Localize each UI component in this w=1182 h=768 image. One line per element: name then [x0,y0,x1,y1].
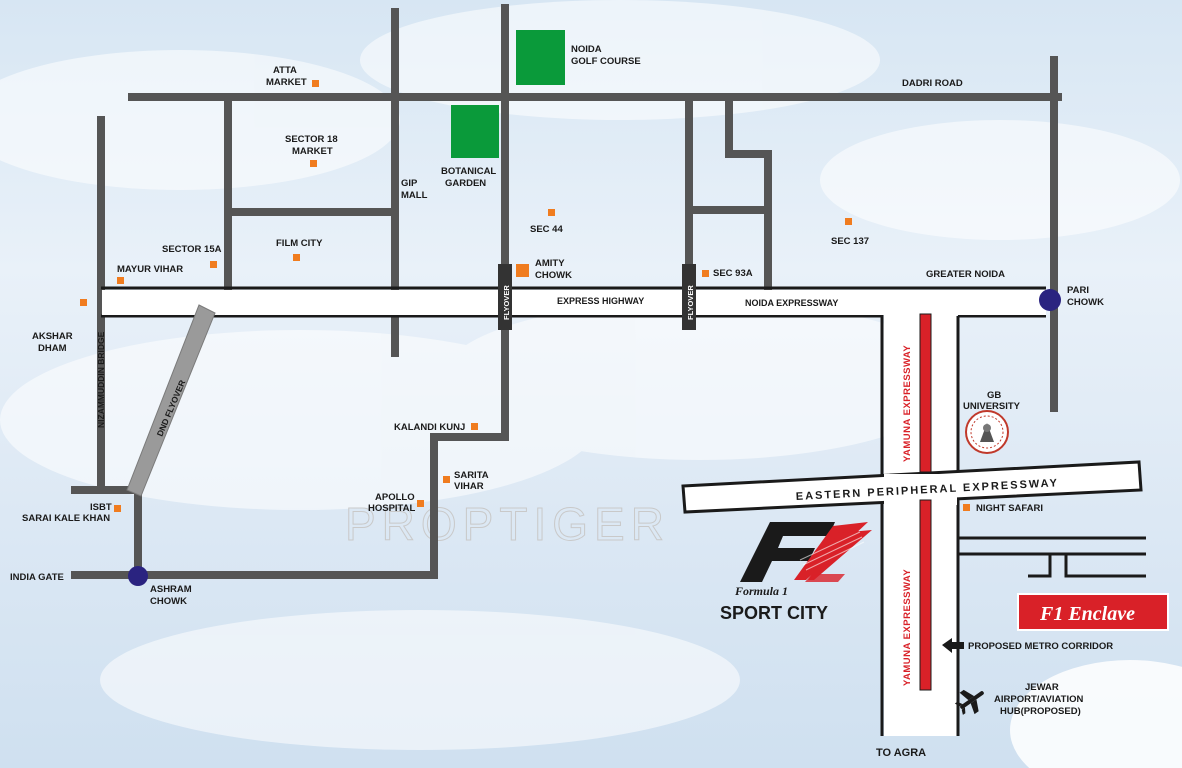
flyover-marker-1 [498,266,512,326]
sec137-label: SEC 137 [831,236,869,247]
formula-1-wordmark: Formula 1 [734,584,788,598]
poi-sec137 [845,218,852,225]
pari-chowk-label-2: CHOWK [1067,297,1104,308]
ashram-chowk-label-2: CHOWK [150,596,187,607]
isbt-label-1: ISBT [90,502,112,513]
gb-university-label-1: GB [987,390,1001,401]
amity-chowk-label-1: AMITY [535,258,565,269]
noida-expressway-label: NOIDA EXPRESSWAY [745,298,838,308]
metro-corridor-south [919,499,932,691]
sec93a-label: SEC 93A [713,268,753,279]
isbt-label-2: SARAI KALE KHAN [22,513,110,524]
sarita-vihar-label-2: VIHAR [454,481,484,492]
metro-corridor-north [919,313,932,473]
poi-atta-market [312,80,319,87]
gip-mall-label-2: MALL [401,190,428,201]
apollo-hospital-label-2: HOSPITAL [368,503,416,514]
yamuna-edges [880,505,960,736]
poi-apollo [417,500,424,507]
poi-film-city [293,254,300,261]
noida-golf-course-label-1: NOIDA [571,44,602,55]
jewar-label-1: JEWAR [1025,682,1059,693]
sector18-label-2: MARKET [292,146,333,157]
watermark: PROPTIGER [345,498,670,550]
greater-noida-label: GREATER NOIDA [926,269,1005,280]
poi-kalandi-kunj [471,423,478,430]
white-corner [1010,660,1182,768]
poi-sector15a [210,261,217,268]
gip-mall-label-1: GIP [401,178,418,189]
poi-sec44 [548,209,555,216]
noida-golf-course-area [516,30,565,85]
amity-chowk-label-2: CHOWK [535,270,572,281]
enclave-roads [958,536,1146,578]
botanical-garden-area [451,105,499,158]
atta-market-label-2: MARKET [266,77,307,88]
road-india-gate [71,433,482,579]
gb-university-seal [965,410,1009,454]
sec44-label: SEC 44 [530,224,563,235]
atta-market-label-1: ATTA [273,65,297,76]
yamuna-expressway-label-2: YAMUNA EXPRESSWAY [902,569,913,686]
kalandi-kunj-label: KALANDI KUNJ [394,422,465,433]
botanical-garden-label-2: GARDEN [445,178,486,189]
to-agra-label: TO AGRA [876,747,926,759]
f1-logo: Formula 1 [734,522,872,598]
sector18-label-1: SECTOR 18 [285,134,338,145]
f1-enclave-label: F1 Enclave [1039,603,1135,625]
poi-night-safari [963,504,970,511]
poi-sarita-vihar [443,476,450,483]
akshar-dham-label-2: DHAM [38,343,67,354]
express-highway-label: EXPRESS HIGHWAY [557,296,644,306]
sport-city-label: SPORT CITY [720,603,828,623]
dnd-flyover [126,304,216,497]
poi-sec93a [702,270,709,277]
poi-mayur-vihar [117,277,124,284]
flyover-label-1: FLYOVER [502,285,511,320]
india-gate-label: INDIA GATE [10,572,64,583]
jewar-label-2: AIRPORT/AVIATION [994,694,1084,705]
nizammuddin-bridge-label: NIZAMMUDDIN BRIDGE [96,331,106,428]
flyover-label-2: FLYOVER [686,285,695,320]
ashram-chowk-marker [128,566,148,586]
apollo-hospital-label-1: APOLLO [375,492,415,503]
poi-markers [80,80,970,512]
flyover-marker-2 [682,266,696,326]
yamuna-expressway-label-1: YAMUNA EXPRESSWAY [902,345,913,462]
poi-sector18 [310,160,317,167]
botanical-garden-label-1: BOTANICAL [441,166,496,177]
noida-golf-course-label-2: GOLF COURSE [571,56,641,67]
airplane-icon [954,689,984,715]
dadri-road-label: DADRI ROAD [902,78,963,89]
ashram-chowk-label-1: ASHRAM [150,584,192,595]
road-east-3 [725,96,772,292]
poi-amity-chowk [516,264,529,277]
pari-chowk-marker [1039,289,1061,311]
night-safari-label: NIGHT SAFARI [976,503,1043,514]
mayur-vihar-label: MAYUR VIHAR [117,264,183,275]
akshar-dham-label-1: AKSHAR [32,331,73,342]
gb-university-label-2: UNIVERSITY [963,401,1021,412]
f1-enclave-badge [1017,593,1169,631]
sector15a-label: SECTOR 15A [162,244,222,255]
jewar-label-3: HUB(PROPOSED) [1000,706,1081,717]
sarita-vihar-label-1: SARITA [454,470,489,481]
poi-akshar-dham [80,299,87,306]
road-golf-vertical [476,4,509,441]
pari-chowk-label-1: PARI [1067,285,1089,296]
metro-arrow-icon [942,638,964,653]
metro-corridor-label: PROPOSED METRO CORRIDOR [968,641,1113,652]
poi-isbt [114,505,121,512]
film-city-label: FILM CITY [276,238,323,249]
